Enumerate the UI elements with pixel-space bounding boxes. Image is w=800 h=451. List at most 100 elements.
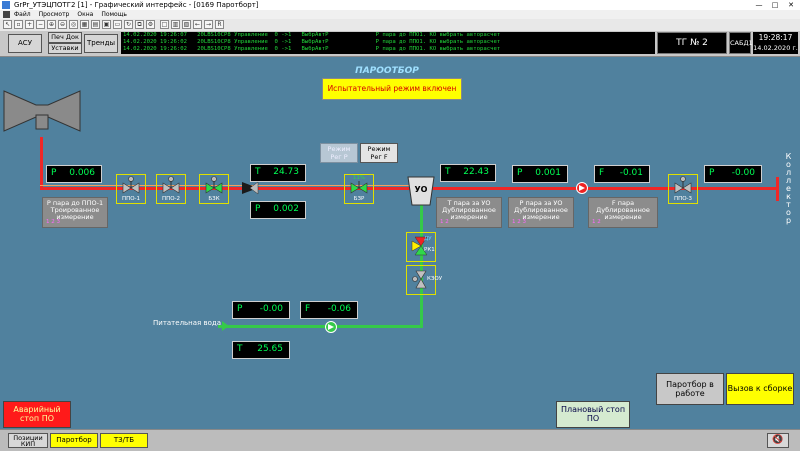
kzou-label: КЗОУ xyxy=(427,276,443,282)
trends-button[interactable]: Тренды xyxy=(84,34,118,53)
steam-pipe-left xyxy=(40,187,412,190)
menu-view[interactable]: Просмотр xyxy=(38,11,70,18)
table-icon[interactable]: ▤ xyxy=(91,20,100,29)
check-valve-icon xyxy=(242,181,259,195)
print-icon[interactable]: ▭ xyxy=(113,20,122,29)
copy-icon[interactable]: ⧉ xyxy=(135,20,144,29)
menu-bar: Файл Просмотр Окна Помощь xyxy=(0,10,800,19)
valve-rk1[interactable]: ДУ РК1 xyxy=(406,232,436,262)
forward-icon[interactable]: → xyxy=(204,20,213,29)
collector-label: Коллектор xyxy=(784,152,793,224)
zoom-area-icon[interactable]: ⊖ xyxy=(58,20,67,29)
close-icon[interactable]: ✕ xyxy=(788,1,794,9)
cascade-icon[interactable]: ▧ xyxy=(182,20,191,29)
clock-time: 19:28:17 xyxy=(753,32,798,43)
valve-bzr[interactable]: 11% БЗР xyxy=(344,174,374,204)
steam-extraction-in-work-button[interactable]: Паротбор в работе xyxy=(656,373,724,405)
mode-reg-p-button[interactable]: Режим Рег P xyxy=(320,143,358,163)
call-assembly-button[interactable]: Вызов к сборке xyxy=(726,373,794,405)
bzr-percent: 11% xyxy=(352,175,366,181)
planned-stop-button[interactable]: Плановый стоп ПО xyxy=(556,401,630,428)
menu-file[interactable]: Файл xyxy=(14,11,31,18)
doc-icon xyxy=(3,11,10,18)
back-icon[interactable]: ← xyxy=(193,20,202,29)
screen-tabs: Позиции КИП Паротбор ТЗ/ТБ 🔇 xyxy=(0,429,800,451)
pointer-icon[interactable]: ↖ xyxy=(3,20,12,29)
speaker-off-icon: 🔇 xyxy=(772,435,784,445)
event-log: 14.02.2020 19:26:07 20LBS10CP8 Управлени… xyxy=(121,32,655,54)
zoom-in-icon[interactable]: + xyxy=(25,20,34,29)
grid-icon[interactable]: ▦ xyxy=(80,20,89,29)
menu-help[interactable]: Помощь xyxy=(101,11,127,18)
steam-pipe-vertical xyxy=(40,137,43,190)
control-valve-icon xyxy=(411,236,428,256)
open-icon[interactable]: ▫ xyxy=(14,20,23,29)
steam-pipe-highlight xyxy=(40,185,412,186)
gate-valve-icon xyxy=(162,176,180,194)
water-pipe-horizontal xyxy=(218,325,423,328)
valve-ppo2[interactable]: ППО-2 xyxy=(156,174,186,204)
feed-water-flow-sensor-icon xyxy=(325,321,337,333)
event-row: 14.02.2020 19:26:02 20LBS10CP8 Управлени… xyxy=(123,46,501,52)
zoom-reset-icon[interactable]: ◎ xyxy=(69,20,78,29)
refresh-icon[interactable]: ↻ xyxy=(124,20,133,29)
turbine-icon xyxy=(3,90,81,132)
gate-valve-open-icon xyxy=(205,176,223,194)
turbine-number: ТГ № 2 xyxy=(657,32,727,54)
flow-sensor-icon xyxy=(576,182,588,194)
asu-button[interactable]: АСУ xyxy=(8,34,42,53)
reducing-cooling-unit-icon xyxy=(407,176,435,206)
settings-icon[interactable]: ⚙ xyxy=(146,20,155,29)
collector-end xyxy=(776,177,779,201)
valve-ppo3[interactable]: ППО-3 xyxy=(668,174,698,204)
feed-water-label: Питательная вода xyxy=(153,319,222,327)
valve-bzk[interactable]: БЗК xyxy=(199,174,229,204)
tab-steam-extraction[interactable]: Паротбор xyxy=(50,433,98,448)
uo-label: УО xyxy=(414,185,428,194)
event-row: 14.02.2020 19:26:07 20LBS10CP8 Управлени… xyxy=(123,32,501,38)
image-icon[interactable]: ▣ xyxy=(102,20,111,29)
reading-p-feed-water: P-0.00 xyxy=(232,301,290,319)
mnemonic-panel: ПАРООТБОР Испытательный режим включен Ре… xyxy=(0,57,800,429)
du-label: ДУ xyxy=(424,236,432,242)
valve-kzou[interactable]: КЗОУ xyxy=(406,265,442,295)
app-icon xyxy=(2,1,10,9)
control-valve-icon xyxy=(350,181,368,194)
toolbar-r-button[interactable]: R xyxy=(215,20,224,29)
maximize-icon[interactable]: □ xyxy=(771,1,779,9)
reading-f-steam: F-0.01 xyxy=(594,165,650,183)
rk1-label: РК1 xyxy=(424,247,435,253)
zoom-out-icon[interactable]: − xyxy=(36,20,45,29)
zoom-fit-icon[interactable]: ⊕ xyxy=(47,20,56,29)
gate-valve-icon xyxy=(122,176,140,194)
valve-ppo1[interactable]: ППО-1 xyxy=(116,174,146,204)
tile-icon[interactable]: ▥ xyxy=(171,20,180,29)
toolbar: ↖ ▫ + − ⊕ ⊖ ◎ ▦ ▤ ▣ ▭ ↻ ⧉ ⚙ □ ▥ ▧ ← → R xyxy=(0,19,800,32)
water-pipe-vertical xyxy=(420,197,423,327)
gate-valve-icon xyxy=(412,270,427,289)
minimize-icon[interactable]: — xyxy=(755,1,763,9)
window-icon[interactable]: □ xyxy=(160,20,169,29)
print-doc-button[interactable]: Печ Док xyxy=(48,32,82,43)
mode-reg-f-button[interactable]: Режим Рег F xyxy=(360,143,398,163)
emergency-stop-button[interactable]: Аварийный стоп ПО xyxy=(3,401,71,428)
test-mode-banner: Испытательный режим включен xyxy=(322,78,462,100)
menu-windows[interactable]: Окна xyxy=(77,11,94,18)
header-strip: АСУ Печ Док Уставки Тренды 14.02.2020 19… xyxy=(0,31,800,57)
speaker-mute-button[interactable]: 🔇 xyxy=(767,433,789,448)
tab-tz-tb[interactable]: ТЗ/ТБ xyxy=(100,433,148,448)
tab-kip-positions[interactable]: Позиции КИП xyxy=(8,433,48,448)
gate-valve-icon xyxy=(674,176,692,194)
setpoints-button[interactable]: Уставки xyxy=(48,43,82,54)
window-titlebar: GrPr_УТЭЦПОТГ2 [1] - Графический интерфе… xyxy=(0,0,800,10)
event-row: 14.02.2020 19:26:02 20LBS10CP8 Управлени… xyxy=(123,39,501,45)
